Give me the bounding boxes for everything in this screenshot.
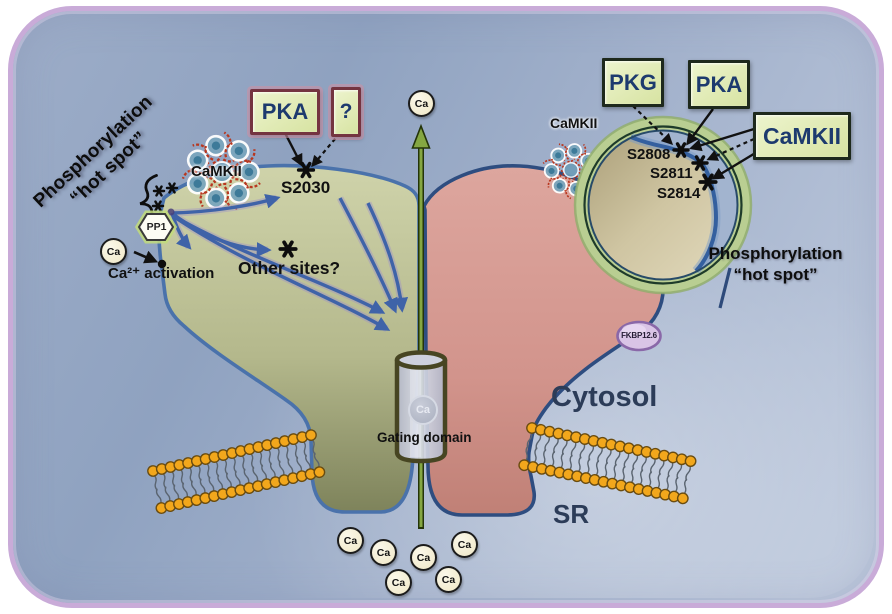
pka-box-left: PKA: [250, 89, 320, 135]
cytosol-label: Cytosol: [551, 381, 658, 413]
hotspot-right-line2: “hot spot”: [733, 265, 818, 284]
ca-ion: Ca: [435, 566, 462, 593]
ca-activation-label: Ca²⁺ activation: [108, 265, 215, 282]
hotspot-asterisk: [152, 185, 166, 197]
arrow-sweep-3: [338, 197, 398, 314]
phospho-signal-arrows: [167, 194, 409, 333]
camkii-arrow-s2811: [706, 137, 755, 161]
arrow-sweep-2: [171, 213, 386, 314]
sr-membrane-left: [147, 429, 326, 514]
arrow-to-s2030: [172, 194, 281, 215]
unknown-kinase-box: ?: [331, 87, 361, 137]
magnifier-handle: [718, 267, 732, 309]
sr-label: SR: [553, 499, 590, 529]
s2811-label: S2811: [650, 165, 693, 182]
camkii-label-right: CaMKII: [550, 115, 598, 131]
unknown-arrow: [311, 132, 341, 168]
pp1-hexagon: [134, 210, 178, 244]
kinase-arrows: [133, 105, 758, 264]
pp1-label: PP1: [146, 221, 167, 233]
pkg-arrow: [632, 105, 674, 145]
ca-activation-arrow: [133, 250, 159, 264]
ca-ion: Ca: [370, 539, 397, 566]
other-sites-label: Other sites?: [238, 258, 341, 278]
s2814-label: S2814: [657, 185, 701, 202]
fkbp-label: FKBP12.6: [621, 331, 657, 340]
magnifier-circle: [573, 115, 753, 309]
camkii-label-left: CaMKII: [191, 163, 242, 180]
sr-membrane-right: [518, 422, 697, 505]
arrow-sweep-4: [366, 202, 409, 313]
pkg-box: PKG: [602, 58, 664, 107]
ca-ion: Ca: [410, 544, 437, 571]
s2808-label: S2808: [627, 146, 671, 163]
pka-right-arrow: [686, 108, 714, 146]
hotspot-label-right: Phosphorylation “hot spot”: [698, 243, 853, 285]
fkbp-oval: [616, 320, 662, 352]
ca-ion-pore: Ca: [408, 395, 438, 425]
ca-ion: Ca: [451, 531, 478, 558]
pka-box-right: PKA: [688, 60, 750, 109]
ca-ion: Ca: [385, 569, 412, 596]
gating-domain-label: Gating domain: [377, 430, 472, 445]
ca-ion: Ca: [100, 238, 127, 265]
s2030-label: S2030: [281, 178, 331, 197]
camkii-arrow-s2814: [711, 150, 758, 180]
camkii-arrow-s2808: [689, 127, 755, 152]
ca-ion: Ca: [337, 527, 364, 554]
ca-ion: Ca: [408, 90, 435, 117]
pka-left-arrow: [282, 130, 303, 167]
activation-dot: [157, 259, 167, 269]
camkii-box: CaMKII: [753, 112, 851, 160]
arrow-sweep-1: [172, 214, 391, 331]
hotspot-right-line1: Phosphorylation: [708, 244, 843, 263]
